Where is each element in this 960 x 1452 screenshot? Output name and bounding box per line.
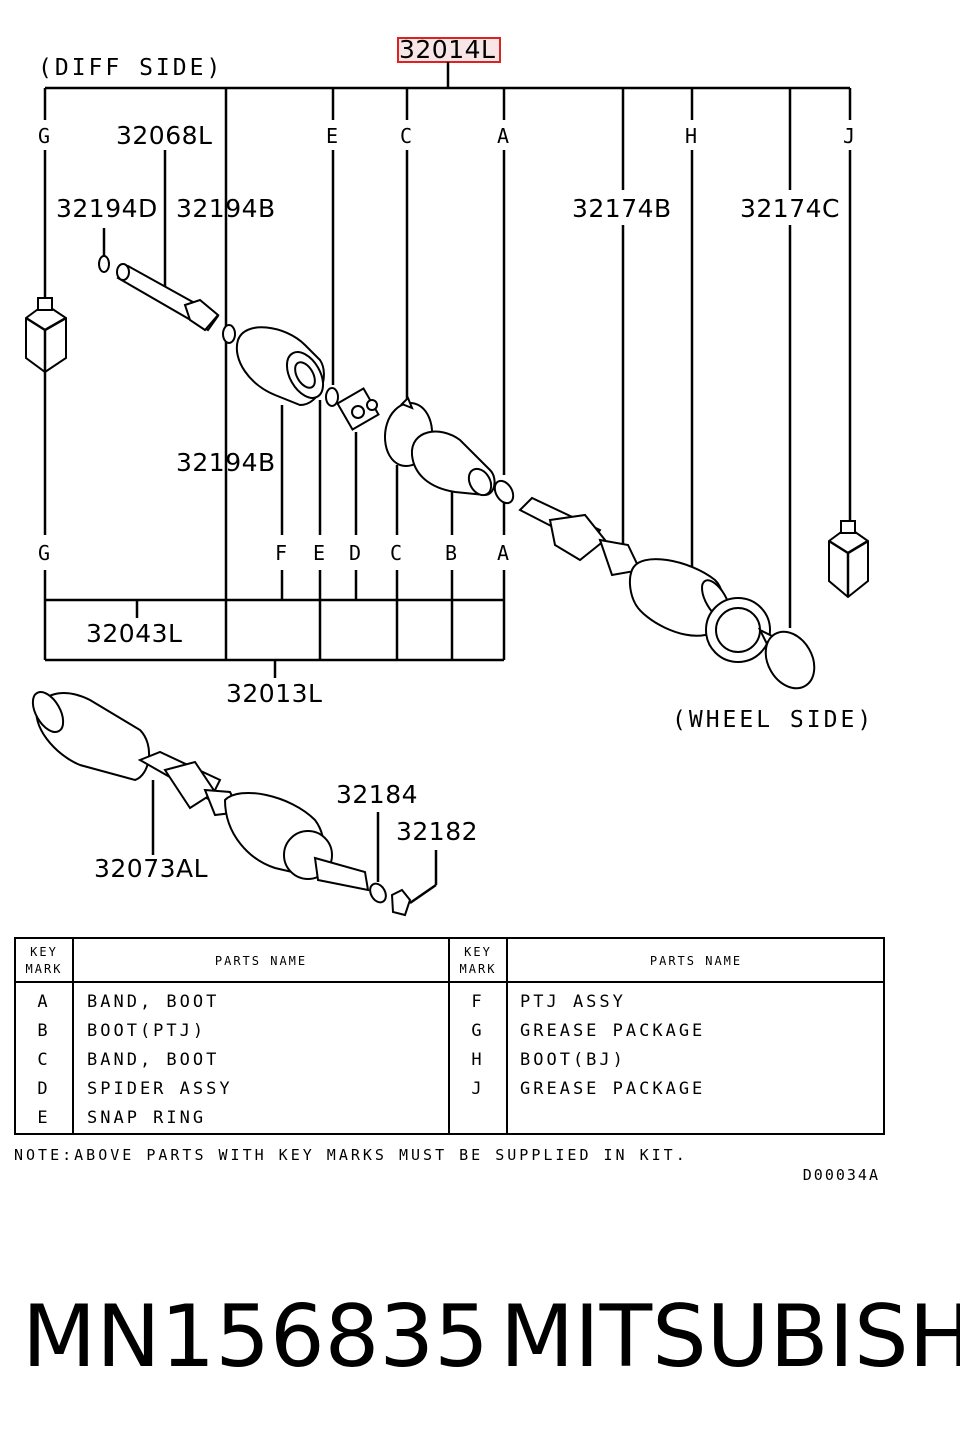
key-c-top: C: [400, 124, 412, 148]
key-e-top: E: [326, 124, 338, 148]
diff-side-label: (DIFF SIDE): [38, 55, 223, 81]
inner-shaft-32068l-icon: [116, 263, 220, 332]
table-row-key: J: [471, 1079, 484, 1099]
top-bracket: [43, 62, 852, 600]
nut-32182-icon: [390, 888, 412, 917]
key-a-top: A: [497, 124, 509, 148]
table-row-name: SPIDER ASSY: [87, 1079, 233, 1099]
table-header-key-right-2: MARK: [460, 962, 497, 976]
key-f-bottom: F: [275, 541, 287, 565]
part-32184-label[interactable]: 32184: [336, 780, 418, 809]
spider-assy-d-icon[interactable]: [336, 387, 380, 431]
table-row-key: B: [37, 1021, 50, 1041]
key-c-bottom: C: [390, 541, 402, 565]
table-header-key-left-2: MARK: [26, 962, 63, 976]
table-row-key: H: [471, 1050, 484, 1070]
key-g-bottom: G: [38, 541, 50, 565]
key-a-bottom: A: [497, 541, 509, 565]
ptj-housing-f-icon[interactable]: [235, 326, 331, 407]
key-e-bottom: E: [313, 541, 325, 565]
part-32194D-label[interactable]: 32194D: [56, 194, 158, 223]
kit-note: NOTE:ABOVE PARTS WITH KEY MARKS MUST BE …: [14, 1146, 688, 1164]
part-32043L-label[interactable]: 32043L: [86, 619, 182, 648]
caption-brand: MITSUBISHI: [500, 1287, 960, 1387]
table-row-key: E: [37, 1108, 50, 1128]
lower-brackets: [43, 570, 506, 678]
table-row-name: PTJ ASSY: [520, 992, 626, 1012]
table-row-name: BAND, BOOT: [87, 1050, 219, 1070]
wheel-side-label: (WHEEL SIDE): [672, 707, 874, 733]
part-32073AL-label[interactable]: 32073AL: [94, 854, 208, 883]
table-header-key-right-1: KEY: [464, 945, 492, 959]
table-row-name: BOOT(BJ): [520, 1050, 626, 1070]
key-b-bottom: B: [445, 541, 457, 565]
table-row-name: GREASE PACKAGE: [520, 1021, 705, 1041]
key-g-top: G: [38, 124, 50, 148]
key-h-top: H: [685, 124, 697, 148]
washer-32184-icon: [369, 882, 387, 904]
part-32174B-label[interactable]: 32174B: [572, 194, 672, 223]
table-row-name: GREASE PACKAGE: [520, 1079, 705, 1099]
caption-part-number: MN156835: [22, 1287, 489, 1387]
leader-lines-upper: [43, 150, 852, 628]
table-row-key: D: [37, 1079, 50, 1099]
grease-package-j-icon[interactable]: [828, 520, 869, 599]
table-row-key: G: [471, 1021, 484, 1041]
band-boot-a-icon[interactable]: [491, 478, 517, 507]
part-32068L-label[interactable]: 32068L: [116, 121, 212, 150]
leader-lines-lower: [151, 780, 438, 905]
snap-ring-32194d-icon: [98, 255, 110, 273]
table-header-key-left-1: KEY: [30, 945, 58, 959]
table-row-name: SNAP RING: [87, 1108, 206, 1128]
diagram-code: D00034A: [803, 1166, 880, 1184]
drive-shaft-assembly-icon[interactable]: [27, 687, 370, 892]
grease-package-g-icon[interactable]: [25, 297, 67, 374]
table-row-name: BAND, BOOT: [87, 992, 219, 1012]
table-header-name-right: PARTS NAME: [650, 954, 742, 968]
table-row-key: A: [37, 992, 50, 1012]
snap-ring-32194b-icon: [222, 324, 236, 344]
key-j-top: J: [843, 124, 855, 148]
boot-ptj-b-icon[interactable]: [410, 430, 496, 500]
part-32194B-top-label[interactable]: 32194B: [176, 194, 276, 223]
table-row-name: BOOT(PTJ): [87, 1021, 206, 1041]
circlip-32174c-icon: [764, 630, 816, 690]
part-32194B-mid-label[interactable]: 32194B: [176, 448, 276, 477]
part-32182-label[interactable]: 32182: [396, 817, 478, 846]
parts-table: [14, 937, 885, 1135]
table-header-name-left: PARTS NAME: [215, 954, 307, 968]
part-32013L-label[interactable]: 32013L: [226, 679, 322, 708]
part-32014L-label[interactable]: 32014L: [399, 35, 495, 64]
snap-ring-e-icon: [325, 387, 339, 407]
key-d-bottom: D: [349, 541, 361, 565]
part-32174C-label[interactable]: 32174C: [740, 194, 840, 223]
table-row-key: C: [37, 1050, 50, 1070]
outer-shaft-bj-icon: [518, 496, 642, 577]
table-row-key: F: [471, 992, 484, 1012]
